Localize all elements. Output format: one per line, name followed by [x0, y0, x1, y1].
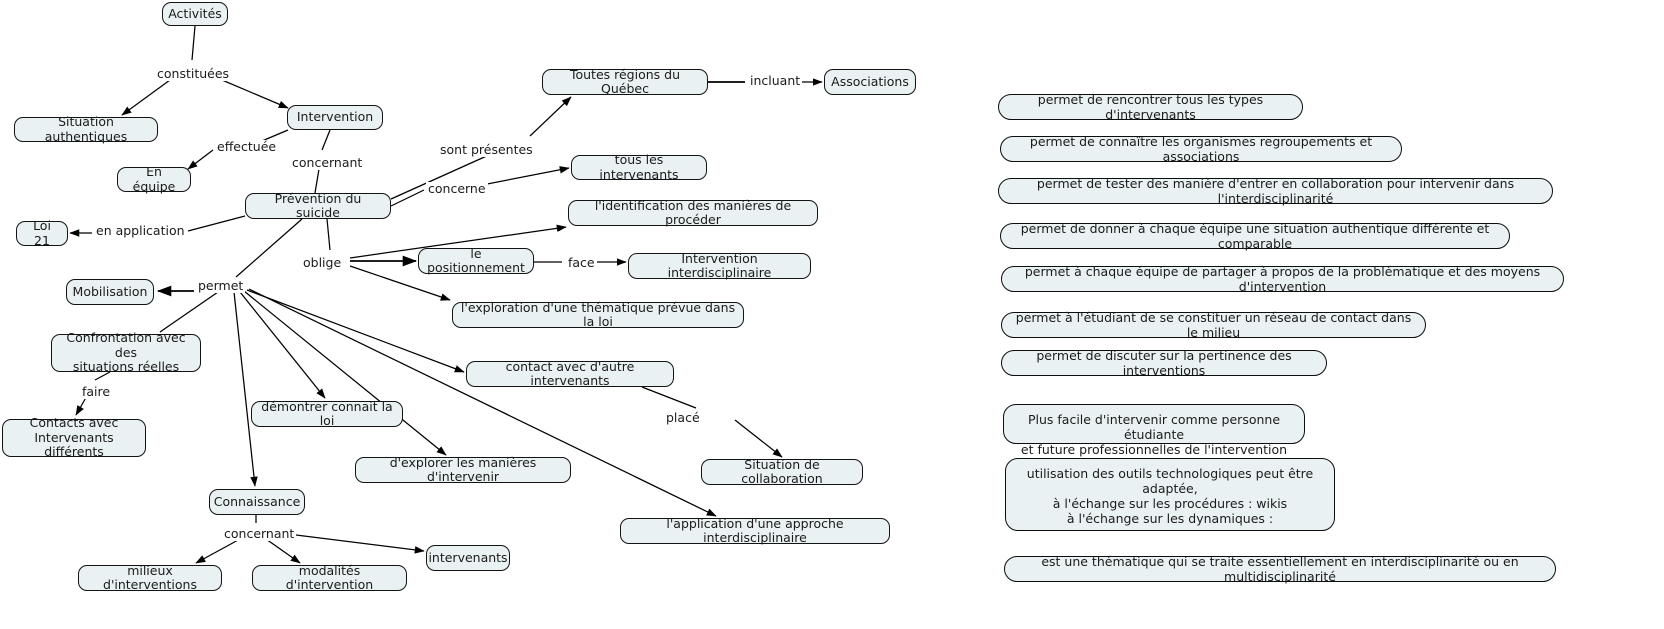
node-intervention[interactable]: Intervention [287, 105, 383, 130]
link-label-sont-presentes: sont présentes [438, 142, 535, 157]
edge-permet-demontrer [239, 291, 326, 399]
note-box-note-2[interactable]: permet de connaître les organismes regro… [1000, 134, 1402, 164]
edge-permet-explorer [243, 290, 447, 456]
node-situation-auth[interactable]: Situation authentiques [14, 114, 158, 143]
note-box-note-5[interactable]: permet à chaque équipe de partager à pro… [1001, 264, 1564, 294]
node-situation-collab[interactable]: Situation de collaboration [701, 457, 863, 486]
edge-concernant-modalites [265, 538, 301, 564]
edge-constituees-situation [121, 79, 171, 116]
node-modalites[interactable]: modalités d'intervention [252, 563, 407, 592]
node-milieux[interactable]: milieux d'interventions [78, 563, 222, 592]
note-box-note-8[interactable]: Plus facile d'intervenir comme personne … [1003, 404, 1305, 457]
edge-prevention-enapplication [187, 215, 246, 232]
edge-prevention-oblige [326, 218, 331, 251]
edge-permet-connaissance [233, 291, 258, 487]
node-contacts-avec[interactable]: Contacts avec Intervenants différents [2, 416, 146, 459]
node-associations[interactable]: Associations [824, 69, 916, 95]
node-application[interactable]: l'application d'une approche interdiscip… [620, 516, 890, 545]
edge-effectuee-equipe [187, 149, 214, 170]
node-prevention[interactable]: Prévention du suicide [245, 191, 391, 220]
link-label-en-application: en application [94, 223, 187, 238]
note-box-note-9[interactable]: utilisation des outils technologiques pe… [1005, 458, 1335, 531]
edge-contact-place [641, 386, 697, 409]
note-box-note-7[interactable]: permet de discuter sur la pertinence des… [1001, 348, 1327, 378]
node-interv-interdisc[interactable]: Intervention interdisciplinaire [628, 251, 811, 280]
node-tous-intervenants[interactable]: tous les intervenants [571, 152, 707, 181]
edge-place-collaboration [734, 419, 783, 458]
node-intervenants[interactable]: intervenants [426, 545, 510, 571]
edge-concernant-prevention [314, 168, 320, 194]
node-identification[interactable]: l'identification des manières de procéde… [568, 198, 818, 227]
link-label-concerne: concerne [426, 181, 488, 196]
note-box-note-4[interactable]: permet de donner à chaque équipe une sit… [1000, 221, 1510, 251]
node-confrontation[interactable]: Confrontation avec des situations réelle… [51, 331, 201, 374]
edge-prevention-concerne [390, 189, 425, 207]
node-positionnement[interactable]: le positionnement [418, 246, 534, 275]
node-contact-autre[interactable]: contact avec d'autre intervenants [466, 359, 674, 388]
node-explorer-manieres[interactable]: d'explorer les manières d'intervenir [355, 455, 571, 484]
edge-constituees-intervention [221, 79, 289, 109]
edge-permet-contact [246, 289, 465, 373]
link-label-face: face [566, 255, 597, 270]
note-box-note-1[interactable]: permet de rencontrer tous les types d'in… [998, 92, 1303, 122]
edge-activites-constituees [191, 25, 196, 61]
edge-concernant-milieux [195, 538, 241, 564]
edge-intervention-concernant [321, 129, 331, 151]
link-label-effectuee: effectuée [215, 139, 279, 154]
note-box-note-3[interactable]: permet de tester des manière d'entrer en… [998, 176, 1553, 206]
link-label-concernant-2: concernant [222, 526, 297, 541]
node-activites[interactable]: Activités [162, 2, 228, 26]
link-label-constituees: constituées [155, 66, 232, 81]
link-label-faire: faire [80, 384, 113, 399]
node-exploration[interactable]: l'exploration d'une thématique prévue da… [452, 300, 744, 329]
link-label-concernant-1: concernant [290, 155, 365, 170]
edge-concerne-intervenants [481, 166, 570, 186]
node-loi21[interactable]: Loi 21 [16, 218, 68, 247]
node-toutes-regions[interactable]: Toutes régions du Québec [542, 67, 708, 96]
edge-prevention-permet [235, 218, 303, 278]
node-connaissance[interactable]: Connaissance [209, 489, 305, 515]
node-en-equipe[interactable]: En équipe [117, 164, 191, 193]
edge-concernant-intervenants [295, 534, 425, 554]
link-label-oblige: oblige [301, 255, 344, 270]
node-demontrer[interactable]: démontrer connait la loi [251, 399, 403, 428]
node-mobilisation[interactable]: Mobilisation [66, 279, 154, 305]
link-label-incluant: incluant [748, 73, 803, 88]
note-box-note-6[interactable]: permet à l'étudiant de se constituer un … [1001, 310, 1426, 340]
link-label-place: placé [664, 410, 702, 425]
edge-permet-confrontation [159, 291, 219, 333]
edge-presentes-regions [529, 96, 572, 137]
link-label-permet: permet [196, 278, 246, 293]
note-box-note-10[interactable]: est une thématique qui se traite essenti… [1004, 554, 1556, 584]
